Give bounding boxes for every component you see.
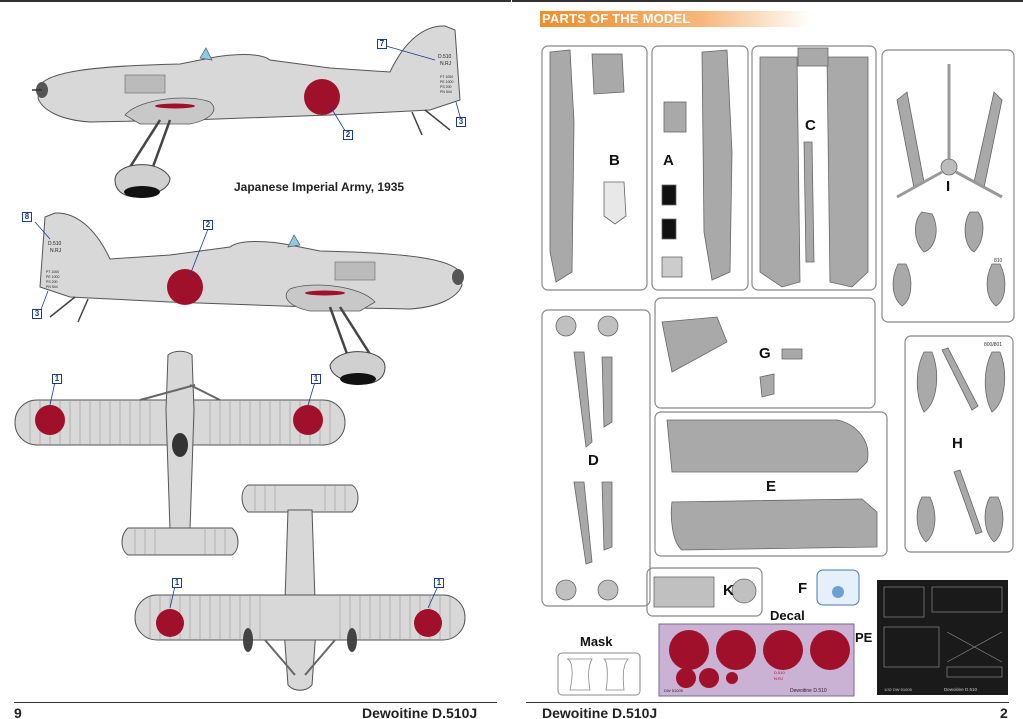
decal-code-text: D.510 [774,670,785,675]
mask-sheet [557,652,641,696]
callout-side2-8: 8 [22,212,32,222]
left-footer-title: Dewoitine D.510J [362,705,478,719]
stencil-2c: PS 200 [46,280,58,284]
pe-sheet [877,580,1008,695]
pe-code: 1/32 DW 51005 [884,687,913,692]
decal-title: Dewoitine D.510 [790,688,827,694]
callout-top-1a: 1 [52,374,62,384]
sprue-label-d: D [588,452,599,469]
mask-label: Mask [580,634,613,649]
stencil-1b: PE 1000 [440,80,453,84]
left-page-number: 9 [14,705,22,719]
side-profile-2: D.510 N.RJ PT 1000 PE 1000 PS 200 PN 544 [34,212,464,385]
pe-label: PE [855,630,873,645]
side-profile-1: D.510 N.RJ PT 1000 PE 1000 PS 200 PN 544 [32,25,462,198]
sprue-label-g: G [759,345,771,362]
decal-code: DW 51005 [664,688,684,693]
sprue-num-h: 800/801 [984,342,1002,348]
stencil-2b: PE 1000 [46,275,59,279]
callout-side1-2: 2 [343,130,353,140]
stencil-2a: PT 1000 [46,270,59,274]
sprue-num-i: 810 [994,258,1003,264]
fin-reg-2: N.RJ [50,248,62,254]
sprue-layout: 810 800/801 DW 51005 Dewoitine D.510 D.5… [541,45,1015,697]
sprue-label-e: E [766,478,777,495]
sprue-label-f: F [798,580,808,597]
sprue-label-a: A [663,152,674,169]
callout-bottom-1b: 1 [434,578,444,588]
callout-side1-3: 3 [456,117,466,127]
callout-side2-3: 3 [32,309,42,319]
scheme-caption: Japanese Imperial Army, 1935 [234,180,405,194]
stencil-1c: PS 200 [440,85,452,89]
sprue-label-b: B [609,152,620,169]
callout-top-1b: 1 [311,374,321,384]
stencil-1d: PN 544 [440,90,452,94]
callout-bottom-1a: 1 [172,578,182,588]
right-page: PARTS OF THE MODEL [512,0,1023,719]
callout-side1-7: 7 [377,39,387,49]
bottom-view [134,484,466,691]
footer-rule [14,702,497,703]
sprue-label-i: I [946,178,951,195]
stencil-1a: PT 1000 [440,75,453,79]
left-page: D.510 N.RJ PT 1000 PE 1000 PS 200 PN 544… [0,0,511,719]
fin-code-2: D.510 [48,241,62,247]
callout-side2-2: 2 [203,220,213,230]
decal-reg-text: N.RJ [774,676,783,681]
sprue-label-h: H [952,435,963,452]
top-view [14,350,346,556]
right-footer-title: Dewoitine D.510J [542,705,658,719]
fin-reg-1: N.RJ [440,61,452,67]
sprue-label-k: K [723,582,734,599]
fin-code-1: D.510 [438,54,452,60]
pe-title: Dewoitine D.510 [944,687,978,692]
right-page-number: 2 [1000,705,1008,719]
stencil-2d: PN 544 [46,285,58,289]
section-header: PARTS OF THE MODEL [540,11,810,27]
footer-rule-right [526,702,1009,703]
decal-label: Decal [770,608,805,623]
sprue-label-c: C [805,117,816,134]
